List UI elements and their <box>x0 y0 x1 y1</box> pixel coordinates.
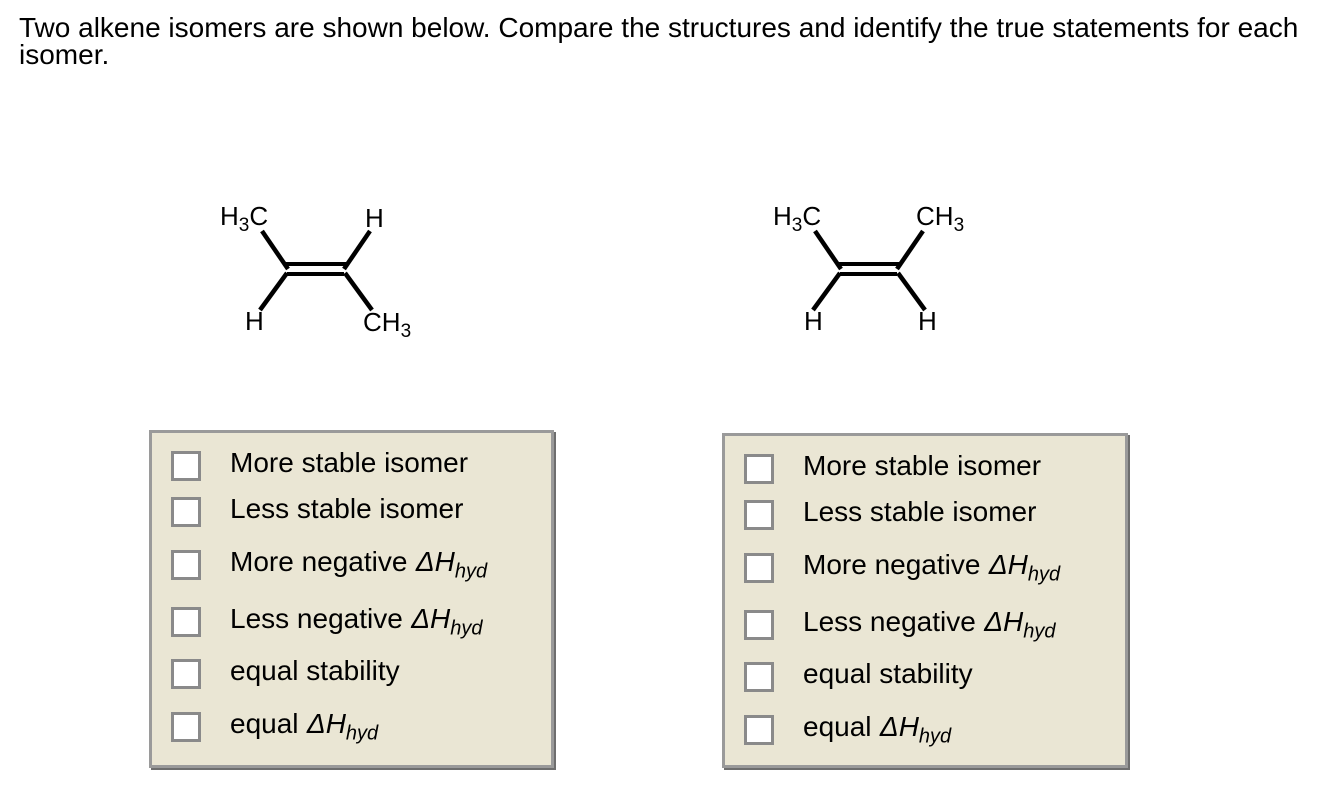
option-row-less-stable: Less stable isomer <box>725 496 1125 530</box>
atom-label-bottom-left: H <box>804 306 823 336</box>
checkbox[interactable] <box>171 607 201 637</box>
bond-line <box>342 229 372 271</box>
bond-line <box>343 271 374 312</box>
molecule-drawing: H3C H H CH3 <box>220 201 411 342</box>
option-row-equal-stability: equal stability <box>725 658 1125 692</box>
option-label: Less stable isomer <box>230 493 464 525</box>
delta-h-formula: ΔHhyd <box>411 603 483 640</box>
delta-h-formula: ΔHhyd <box>415 546 488 583</box>
option-row-more-stable: More stable isomer <box>725 450 1125 484</box>
option-label: equal stability <box>230 655 400 687</box>
checkbox[interactable] <box>744 715 774 745</box>
checkbox[interactable] <box>744 500 774 530</box>
bond-line <box>813 229 843 271</box>
bond-line <box>896 271 927 312</box>
atom-label-top-right: H <box>365 203 384 233</box>
bond-line <box>895 229 925 271</box>
delta-h-formula: ΔHhyd <box>984 606 1056 643</box>
checkbox[interactable] <box>744 553 774 583</box>
option-label: Less stable isomer <box>803 496 1037 528</box>
checkbox[interactable] <box>744 610 774 640</box>
delta-h-formula: ΔHhyd <box>306 708 379 745</box>
options-panel-right: More stable isomer Less stable isomer Mo… <box>722 433 1128 768</box>
molecule-drawing: H3C CH3 H H <box>773 201 964 336</box>
delta-h-formula: ΔHhyd <box>988 549 1061 586</box>
checkbox[interactable] <box>744 454 774 484</box>
delta-h-formula: ΔHhyd <box>879 711 952 748</box>
checkbox[interactable] <box>744 662 774 692</box>
atom-label-bottom-right: H <box>918 306 937 336</box>
atom-label-top-right: CH3 <box>916 201 964 236</box>
atom-label-bottom-right: CH3 <box>363 307 411 342</box>
checkbox[interactable] <box>171 550 201 580</box>
option-row-less-stable: Less stable isomer <box>152 493 551 527</box>
option-row-equal-stability: equal stability <box>152 655 551 689</box>
atom-label-top-left: H3C <box>773 201 821 236</box>
checkbox[interactable] <box>171 451 201 481</box>
option-row-more-stable: More stable isomer <box>152 447 551 481</box>
molecule-skeleton <box>811 229 927 312</box>
option-label: equal stability <box>803 658 973 690</box>
option-label: More stable isomer <box>803 450 1042 482</box>
molecule-left: H3C H H CH3 <box>208 194 420 344</box>
bond-line <box>260 229 290 271</box>
options-panel-left: More stable isomer Less stable isomer Mo… <box>149 430 554 768</box>
question-text: Two alkene isomers are shown below. Comp… <box>19 12 1299 70</box>
option-label: More stable isomer <box>230 447 469 479</box>
checkbox[interactable] <box>171 659 201 689</box>
checkbox[interactable] <box>171 712 201 742</box>
checkbox[interactable] <box>171 497 201 527</box>
atom-label-top-left: H3C <box>220 201 268 236</box>
molecule-skeleton <box>258 229 374 312</box>
molecule-right: H3C CH3 H H <box>761 194 973 344</box>
atom-label-bottom-left: H <box>245 306 264 336</box>
bond-line <box>811 271 842 312</box>
bond-line <box>258 271 289 312</box>
